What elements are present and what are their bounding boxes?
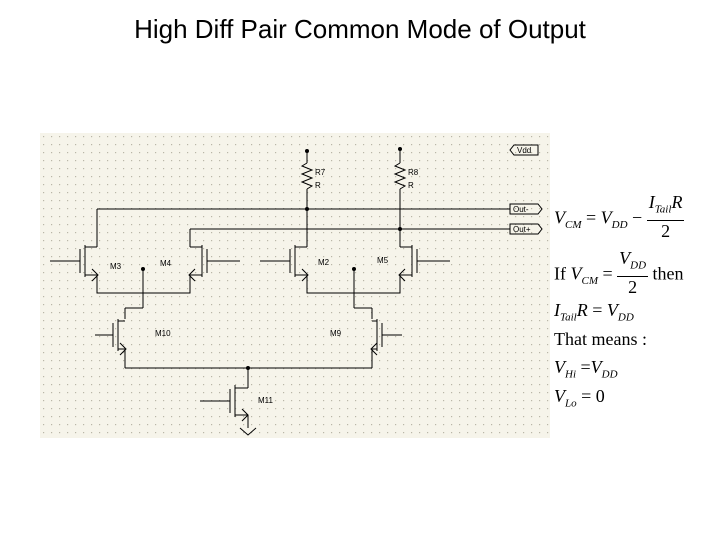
transistor-m5: M5: [377, 229, 450, 283]
m9-label: M9: [330, 329, 342, 338]
equation-vlo: VLo = 0: [554, 386, 605, 410]
transistor-m10: M10: [95, 319, 171, 368]
transistor-m3: M3: [50, 243, 122, 283]
equation-vcm: VCM = VDD − ITailR 2: [554, 192, 685, 241]
r8-label: R8: [408, 168, 419, 177]
transistor-m4: M4: [160, 243, 240, 283]
circuit-schematic: Vdd Out- Out+ R7 R R8 R: [40, 133, 550, 438]
transistor-m9: M9: [330, 319, 402, 368]
m3-label: M3: [110, 262, 122, 271]
out-plus-label: Out+: [513, 225, 531, 234]
equation-if-vcm: If VCM = VDD 2 then: [554, 248, 684, 297]
schematic-grid: [40, 133, 550, 438]
vdd-port: Vdd: [509, 144, 539, 156]
out-plus-port: Out+: [509, 223, 543, 235]
equation-vhi: VHi =VDD: [554, 357, 618, 381]
r8-value: R: [408, 181, 414, 190]
m5-label: M5: [377, 256, 389, 265]
resistor-r7: R7 R: [300, 149, 326, 209]
m2-label: M2: [318, 258, 330, 267]
r7-label: R7: [315, 168, 326, 177]
m10-label: M10: [155, 329, 171, 338]
equation-itail-r: ITailR = VDD: [554, 300, 634, 324]
transistor-m11: M11: [200, 385, 274, 436]
m11-label: M11: [258, 396, 274, 405]
out-minus-label: Out-: [513, 205, 529, 214]
vdd-label: Vdd: [517, 146, 531, 155]
m4-label: M4: [160, 259, 172, 268]
r7-value: R: [315, 181, 321, 190]
slide-title: High Diff Pair Common Mode of Output: [134, 14, 586, 44]
transistor-m2: M2: [260, 209, 330, 283]
out-minus-port: Out-: [509, 203, 543, 215]
text-that-means: That means :: [554, 329, 647, 349]
